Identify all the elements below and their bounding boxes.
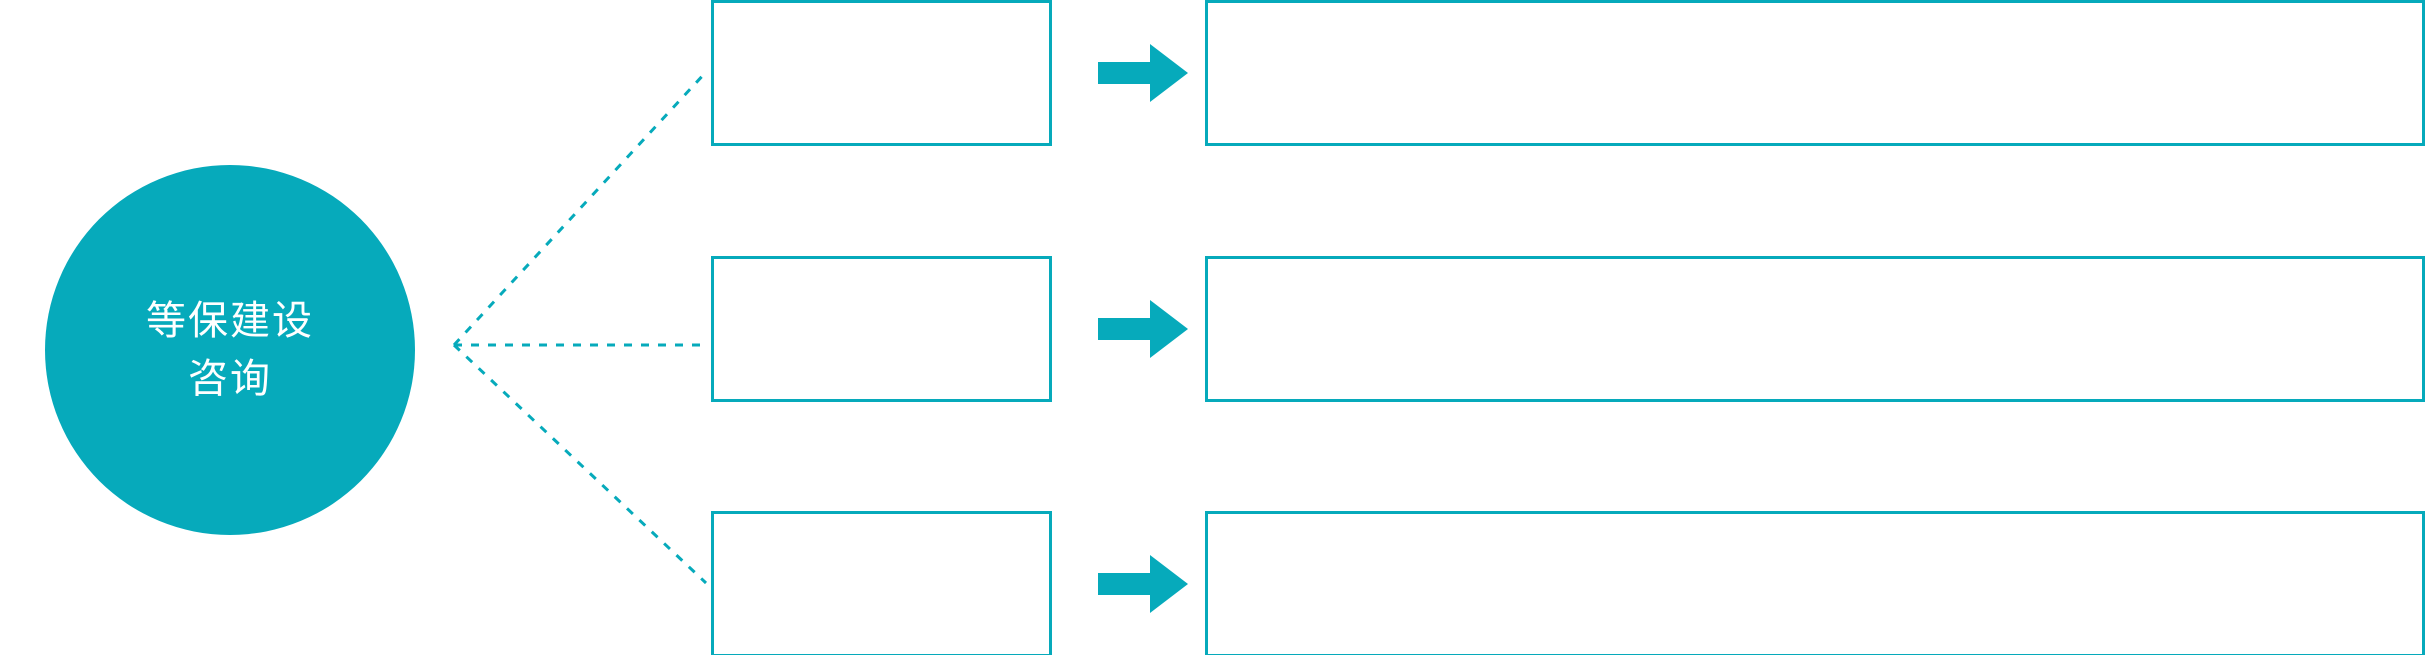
right-arrow-icon-3 [1098, 555, 1188, 613]
detail-box-3[interactable] [1205, 511, 2425, 655]
flow-row-3 [0, 511, 2434, 655]
flow-row-1 [0, 0, 2434, 146]
detail-box-2[interactable] [1205, 256, 2425, 402]
flow-row-2 [0, 256, 2434, 402]
stage-box-2[interactable] [711, 256, 1052, 402]
right-arrow-icon-1 [1098, 44, 1188, 102]
hub-circle: 等保建设 咨询 [45, 165, 415, 535]
stage-box-3[interactable] [711, 511, 1052, 655]
hub-title-line-2: 咨询 [188, 357, 272, 401]
detail-box-1[interactable] [1205, 0, 2425, 146]
right-arrow-icon-2 [1098, 300, 1188, 358]
hub-title-line-1: 等保建设 [146, 299, 314, 343]
stage-box-1[interactable] [711, 0, 1052, 146]
